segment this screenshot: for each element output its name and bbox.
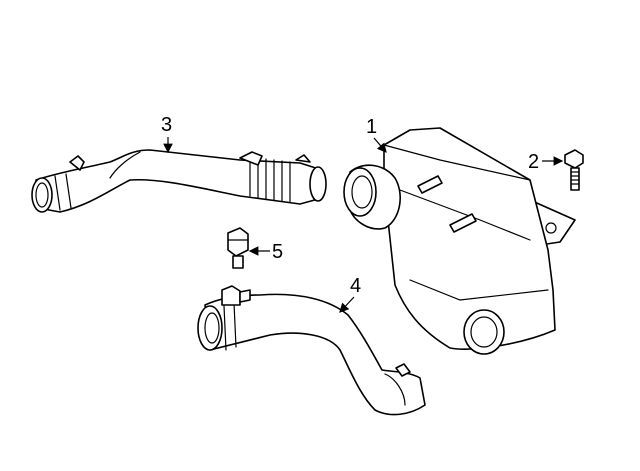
callout-4: 4 xyxy=(339,275,361,313)
bolt xyxy=(564,149,584,191)
sensor xyxy=(227,227,249,269)
intake-pipe-lower xyxy=(197,285,426,416)
intercooler-tank xyxy=(343,127,576,355)
callout-3-label: 3 xyxy=(161,114,172,136)
callout-2-label: 2 xyxy=(528,151,539,173)
callout-3: 3 xyxy=(161,114,173,154)
callout-5-label: 5 xyxy=(272,241,283,263)
callout-5: 5 xyxy=(248,241,283,263)
callout-4-label: 4 xyxy=(350,275,361,297)
callout-2: 2 xyxy=(528,151,564,173)
callout-1-label: 1 xyxy=(366,116,377,138)
intake-pipe-upper xyxy=(31,149,327,213)
callout-1: 1 xyxy=(366,116,387,153)
